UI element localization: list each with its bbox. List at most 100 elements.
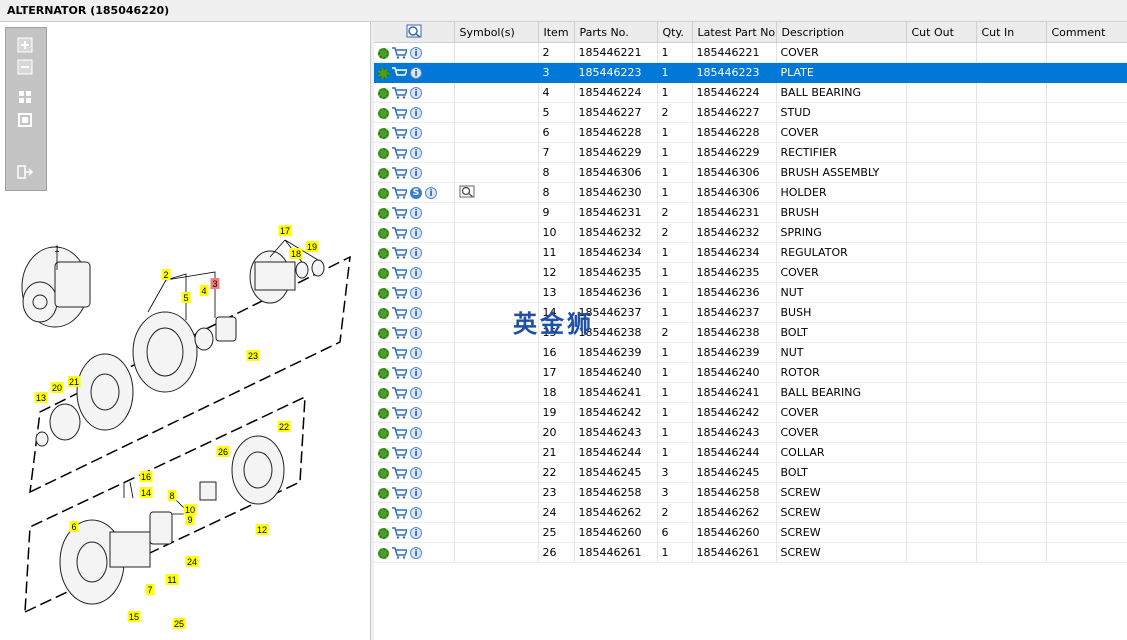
callout-label-8[interactable]: 8 [169,491,174,501]
cart-icon[interactable] [392,307,407,319]
info-icon[interactable]: i [410,387,422,399]
callout-label-5[interactable]: 5 [183,293,188,303]
gear-icon[interactable] [378,287,389,299]
callout-label-23[interactable]: 23 [248,351,258,361]
column-header-cut-in[interactable]: Cut In [976,22,1047,43]
info-icon[interactable]: i [410,367,422,379]
cart-icon[interactable] [392,547,407,559]
cart-icon[interactable] [392,167,407,179]
gear-icon[interactable] [378,427,389,439]
column-header-actions[interactable] [374,22,455,43]
export-icon[interactable] [16,163,34,181]
gear-icon[interactable] [378,87,389,99]
callout-box[interactable] [165,574,179,585]
info-icon[interactable]: i [410,67,422,79]
gear-icon[interactable] [378,367,389,379]
gear-icon[interactable] [378,247,389,259]
column-header-parts-no[interactable]: Parts No. [574,22,658,43]
info-icon[interactable]: i [410,287,422,299]
column-header-qty[interactable]: Qty. [657,22,693,43]
gear-icon[interactable] [378,147,389,159]
info-icon[interactable]: i [410,267,422,279]
cart-icon[interactable] [392,267,407,279]
callout-label-3[interactable]: 3 [212,279,217,289]
info-icon[interactable]: i [410,447,422,459]
cart-icon[interactable] [392,487,407,499]
callout-box[interactable] [67,376,81,387]
cart-icon[interactable] [392,147,407,159]
magnifier-icon[interactable] [459,185,475,198]
gear-icon[interactable] [378,527,389,539]
callout-label-26[interactable]: 26 [218,447,228,457]
info-icon[interactable]: i [410,87,422,99]
callout-label-21[interactable]: 21 [69,377,79,387]
gear-icon[interactable] [378,167,389,179]
info-icon[interactable]: i [410,527,422,539]
gear-icon[interactable] [378,407,389,419]
cart-icon[interactable] [392,247,407,259]
gear-icon[interactable] [378,507,389,519]
callout-box[interactable] [277,421,291,432]
info-icon[interactable]: i [410,507,422,519]
column-header-comment[interactable]: Comment [1046,22,1127,43]
callout-box[interactable] [289,248,303,259]
callout-box[interactable] [199,285,209,296]
callout-box[interactable] [183,504,197,515]
cart-icon[interactable] [392,527,407,539]
search-icon[interactable] [406,24,422,38]
gear-icon[interactable] [378,487,389,499]
callout-label-20[interactable]: 20 [52,383,62,393]
actual-size-icon[interactable] [16,111,34,129]
column-header-latest-part-no[interactable]: Latest Part No. [692,22,777,43]
gear-icon[interactable] [378,187,389,199]
cart-icon[interactable] [392,67,407,79]
callout-label-7[interactable]: 7 [147,585,152,595]
callout-box[interactable] [167,490,177,501]
cart-icon[interactable] [392,387,407,399]
info-icon[interactable]: i [410,47,422,59]
callout-box[interactable] [185,514,195,525]
gear-icon[interactable] [378,467,389,479]
callout-box[interactable] [172,618,186,629]
gear-icon[interactable] [378,327,389,339]
callout-box[interactable] [210,278,220,289]
cart-icon[interactable] [392,87,407,99]
symbol-s-icon[interactable]: S [410,187,422,199]
callout-box[interactable] [181,292,191,303]
callout-label-14[interactable]: 14 [141,488,151,498]
column-header-description[interactable]: Description [776,22,907,43]
gear-icon[interactable] [378,387,389,399]
cart-icon[interactable] [392,287,407,299]
cart-icon[interactable] [392,107,407,119]
cart-icon[interactable] [392,407,407,419]
callout-label-22[interactable]: 22 [279,422,289,432]
info-icon[interactable]: i [410,227,422,239]
callout-label-25[interactable]: 25 [174,619,184,629]
cart-icon[interactable] [392,327,407,339]
gear-icon[interactable] [378,47,389,59]
callout-label-1[interactable]: 1 [54,244,59,254]
callout-label-6[interactable]: 6 [71,522,76,532]
zoom-out-icon[interactable] [16,58,34,76]
info-icon[interactable]: i [410,167,422,179]
gear-icon[interactable] [378,107,389,119]
gear-icon[interactable] [378,67,389,79]
gear-icon[interactable] [378,347,389,359]
callout-label-18[interactable]: 18 [291,249,301,259]
